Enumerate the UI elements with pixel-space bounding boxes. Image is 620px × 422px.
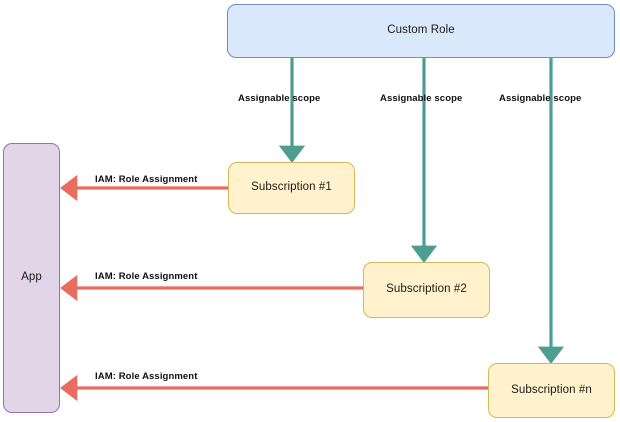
node-subscription-2[interactable]: Subscription #2 [363,262,490,318]
node-subscription-n[interactable]: Subscription #n [488,363,615,418]
node-subscription-1[interactable]: Subscription #1 [228,162,355,214]
edge-label-iam-role-assignment-2: IAM: Role Assignment [95,271,198,282]
node-custom-role-label: Custom Role [387,24,455,37]
node-subscription-1-label: Subscription #1 [251,181,332,194]
node-app[interactable]: App [3,143,60,413]
edge-label-assignable-scope-1: Assignable scope [238,93,321,104]
edge-label-assignable-scope-n: Assignable scope [499,93,582,104]
node-subscription-2-label: Subscription #2 [386,283,467,296]
edge-label-iam-role-assignment-n: IAM: Role Assignment [95,371,198,382]
edge-label-assignable-scope-2: Assignable scope [380,93,463,104]
node-custom-role[interactable]: Custom Role [227,4,615,58]
node-subscription-n-label: Subscription #n [511,383,592,396]
node-app-label: App [21,271,42,284]
edge-label-iam-role-assignment-1: IAM: Role Assignment [95,174,198,185]
